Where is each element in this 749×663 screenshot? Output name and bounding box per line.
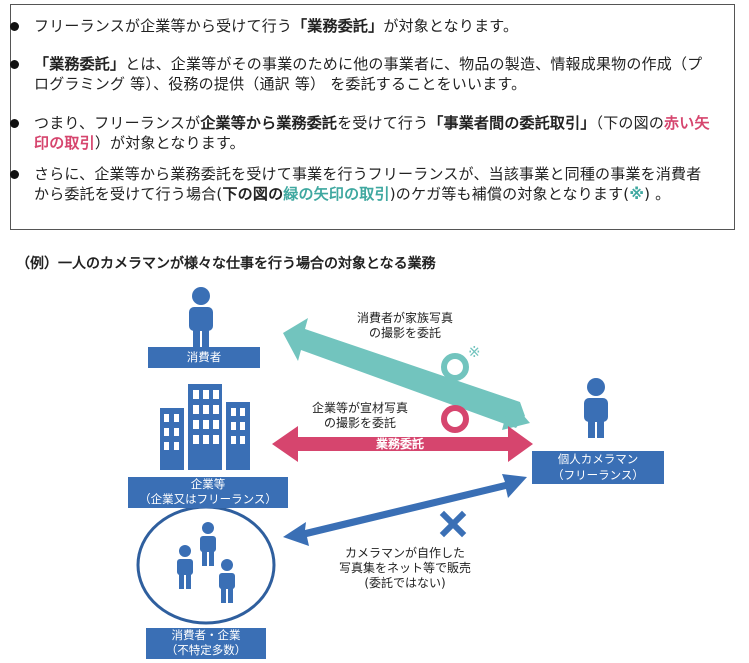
person-icon [189,287,213,347]
label-unspecified: 消費者・企業 （不特定多数） [146,628,266,659]
label-line: （企業又はフリーランス） [139,492,277,506]
label-photographer: 個人カメラマン （フリーランス） [532,451,664,484]
person-icon [584,378,608,438]
bullet-1: フリーランスが企業等から受けて行う「業務委託」が対象となります。 [10,16,714,36]
text-green: 緑の矢印の取引 [283,185,390,203]
bullet-3: つまり、フリーランスが企業等から業務委託を受けて行う「事業者間の委託取引」（下の… [10,113,714,153]
note-mark: ※ [629,185,645,203]
label-consumer: 消費者 [148,347,260,368]
circle-mark-icon [441,405,469,433]
annotation-family: 消費者が家族写真 の撮影を委託 [340,311,470,341]
annotation-line: の撮影を委託 [323,416,396,430]
note-mark: ※ [468,343,481,361]
bullet-dot [10,60,19,69]
example-title: （例）一人のカメラマンが様々な仕事を行う場合の対象となる業務 [16,256,436,272]
label-line: （フリーランス） [552,468,644,482]
business-label: 業務委託 [375,437,424,451]
text: ）が対象となります。 [94,134,245,152]
red-arrow [272,426,533,462]
bullet-dot [10,170,19,179]
text-red: 赤い矢印の取引 [34,114,710,152]
text-bold: 「業務委託」 [34,55,126,73]
text-bold: 「事業者間の委託取引」 [428,114,596,132]
annotation-line: カメラマンが自作した [344,546,465,560]
annotation-line: (委託ではない) [364,576,446,590]
text: つまり、フリーランスが [34,114,201,132]
text: フリーランスが企業等から受けて行う [34,17,293,35]
label-line: 個人カメラマン [557,452,639,466]
text: （下の図の [595,114,665,132]
label-line: （不特定多数） [165,643,247,657]
bullet-dot [10,22,19,31]
annotation-line: 消費者が家族写真 [356,311,453,325]
annotation-line: 写真集をネット等で販売 [338,561,471,575]
text: が対象となります。 [383,17,519,35]
bullet-dot [10,119,19,128]
label-line: 企業等 [190,477,226,491]
bullet-2: 「業務委託」とは、企業等がその事業のために他の事業者に、物品の製造、情報成果物の… [10,54,714,94]
group-people-icon [177,522,235,603]
text: とは、企業等がその事業のために他の事業者に、物品の製造、情報成果物の作成（プログ… [34,55,703,93]
circle-mark-icon [441,353,469,381]
text: を受けて行う [337,114,429,132]
label-company: 企業等 （企業又はフリーランス） [128,477,288,508]
explanation-box [10,4,735,230]
annotation-ad: 企業等が宣材写真 の撮影を委託 [290,401,430,431]
text: )のケガ等も補償の対象となります( [389,185,630,203]
annotation-self: カメラマンが自作した 写真集をネット等で販売 (委託ではない) [330,546,480,591]
bullet-4: さらに、企業等から業務委託を受けて事業を行うフリーランスが、当該事業と同種の事業… [10,164,714,204]
text-bold: 「業務委託」 [292,17,384,35]
text: ) 。 [644,185,671,203]
annotation-line: の撮影を委託 [368,326,441,340]
cross-mark-icon [439,510,467,538]
building-icon [160,384,250,470]
annotation-line: 企業等が宣材写真 [311,401,408,415]
label-line: 消費者・企業 [171,628,241,642]
green-arrow [283,318,530,430]
text-bold: 企業等から業務委託 [200,114,338,132]
blue-arrow [283,474,527,546]
text-bold: 下の図の [222,185,284,203]
text: さらに、企業等から業務委託を受けて事業を行うフリーランスが、当該事業と同種の事業… [34,165,702,203]
